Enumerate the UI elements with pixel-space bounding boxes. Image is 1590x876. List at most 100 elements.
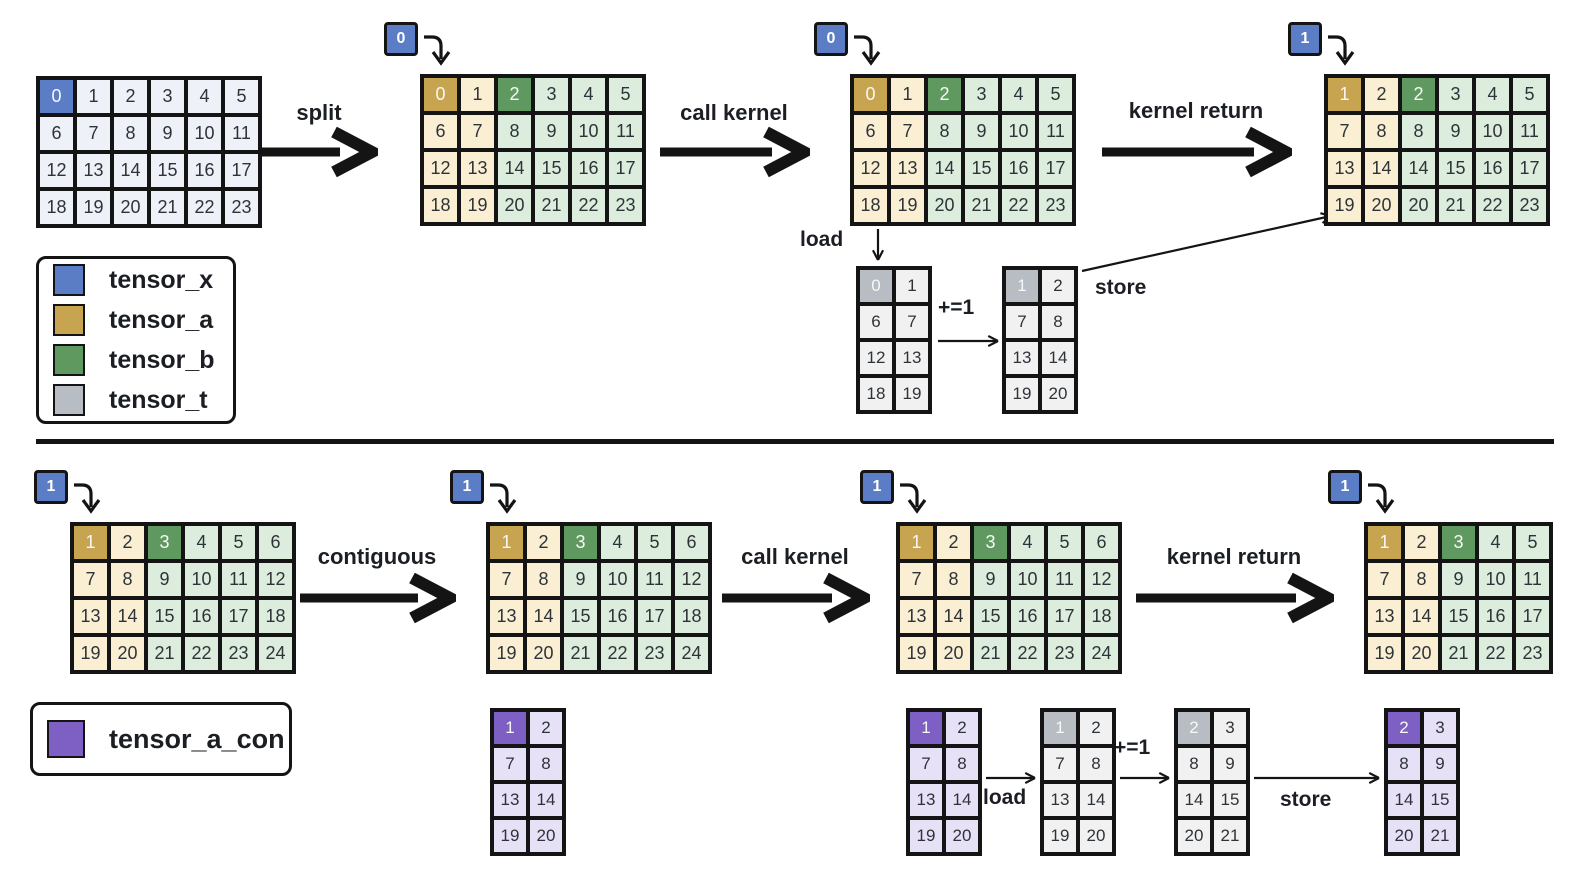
grid-cell: 4 [185, 526, 218, 559]
grid-cell: 13 [900, 600, 933, 633]
grid-cell: 19 [1368, 637, 1401, 670]
grid-cell: 4 [572, 78, 605, 111]
grid-cell: 14 [498, 152, 531, 185]
grid-cell: 14 [1405, 600, 1438, 633]
grid-cell: 2 [1405, 526, 1438, 559]
grid-cell: 14 [1042, 342, 1074, 374]
grid-cell: 5 [1516, 526, 1549, 559]
grid-cell: 9 [148, 563, 181, 596]
grid-cell: 24 [259, 637, 292, 670]
grid-cell: 21 [1439, 189, 1472, 222]
grid-cell: 2 [1080, 712, 1112, 744]
grid-cell: 13 [77, 154, 110, 187]
grid-cell: 7 [490, 563, 523, 596]
grid-cell: 20 [1365, 189, 1398, 222]
grid-cell: 24 [675, 637, 708, 670]
grid-cell: 8 [1402, 115, 1435, 148]
grid-cell: 3 [1442, 526, 1475, 559]
grid-cell: 20 [1405, 637, 1438, 670]
label-kernel-return-bottom: kernel return [1166, 544, 1302, 569]
grid-cell: 19 [77, 191, 110, 224]
grid-cell: 13 [896, 342, 928, 374]
grid-cell: 8 [946, 748, 978, 780]
grid-cell: 19 [461, 189, 494, 222]
grid-cell: 10 [572, 115, 605, 148]
grid-cell: 7 [77, 117, 110, 150]
grid-cell: 16 [1479, 600, 1512, 633]
grid-cell: 13 [1368, 600, 1401, 633]
grid-cell: 15 [974, 600, 1007, 633]
grid-cell: 10 [1002, 115, 1035, 148]
kernel-return-arrow-top [1102, 126, 1292, 178]
grid-cell: 8 [1042, 306, 1074, 338]
grid-cell: 12 [40, 154, 73, 187]
grid-cell: 12 [675, 563, 708, 596]
grid-cell: 3 [148, 526, 181, 559]
grid-cell: 12 [424, 152, 457, 185]
label-split: split [296, 100, 342, 125]
grid-cell: 10 [1476, 115, 1509, 148]
grid-cell: 22 [185, 637, 218, 670]
grid-cell: 8 [928, 115, 961, 148]
grid-cell: 15 [148, 600, 181, 633]
grid-cell: 10 [1011, 563, 1044, 596]
grid-cell: 8 [530, 748, 562, 780]
label-load-top: load [800, 228, 844, 251]
grid-cell: 10 [188, 117, 221, 150]
grid-cell: 11 [1516, 563, 1549, 596]
grid-cell: 7 [461, 115, 494, 148]
grid-cell: 8 [498, 115, 531, 148]
grid-cell: 9 [1214, 748, 1246, 780]
grid-cell: 23 [1039, 189, 1072, 222]
grid-cell: 11 [638, 563, 671, 596]
legend-item-tensor-t: tensor_t [53, 384, 219, 416]
grid-cell: 2 [1365, 78, 1398, 111]
grid-cell: 1 [891, 78, 924, 111]
grid-cell: 10 [601, 563, 634, 596]
grid-cell: 22 [572, 189, 605, 222]
grid-cell: 21 [535, 189, 568, 222]
grid-cell: 16 [1476, 152, 1509, 185]
grid-cell: 6 [40, 117, 73, 150]
grid-cell: 13 [891, 152, 924, 185]
grid-cell: 4 [601, 526, 634, 559]
grid-cell: 14 [1178, 784, 1210, 816]
grid-cell: 20 [1402, 189, 1435, 222]
grid-cell: 17 [1513, 152, 1546, 185]
grid-cell: 14 [1365, 152, 1398, 185]
grid-cell: 21 [1442, 637, 1475, 670]
grid-cell: 17 [222, 600, 255, 633]
grid-cell: 6 [854, 115, 887, 148]
label-call-kernel-bottom: call kernel [741, 544, 849, 569]
grid-cell: 0 [854, 78, 887, 111]
grid-cell: 8 [111, 563, 144, 596]
contiguous-arrow [300, 572, 456, 624]
grid-cell: 21 [151, 191, 184, 224]
grid-cell: 18 [860, 378, 892, 410]
grid-cell: 17 [1516, 600, 1549, 633]
grid-cell: 1 [896, 270, 928, 302]
tensor-a-label: tensor_a [109, 305, 214, 334]
grid-cell: 20 [1388, 820, 1420, 852]
grid-cell: 7 [910, 748, 942, 780]
grid-cell: 1 [1368, 526, 1401, 559]
grid-cell: 23 [609, 189, 642, 222]
grid-cell: 10 [185, 563, 218, 596]
grid-cell: 5 [222, 526, 255, 559]
grid-cell: 14 [527, 600, 560, 633]
grid-cell: 23 [225, 191, 258, 224]
row-index-marker: 0 [814, 22, 848, 56]
grid-cell: 3 [564, 526, 597, 559]
legend-item-tensor-b: tensor_b [53, 344, 219, 376]
grid-cell: 15 [151, 154, 184, 187]
grid-cell: 13 [910, 784, 942, 816]
grid-cell: 16 [1002, 152, 1035, 185]
grid-cell: 22 [1011, 637, 1044, 670]
